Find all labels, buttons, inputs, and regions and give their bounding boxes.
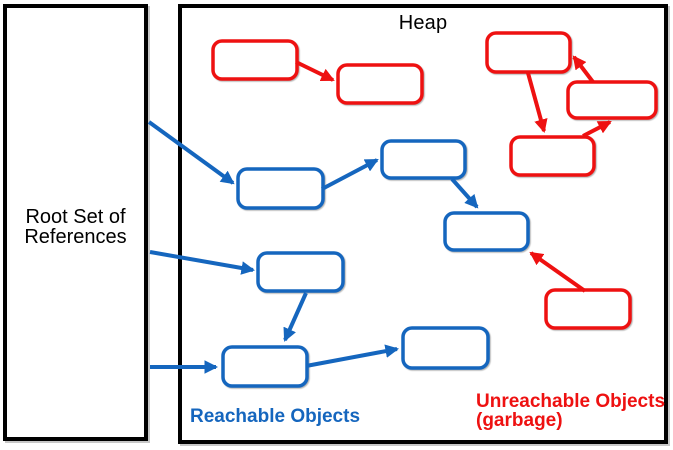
heap-object-b6: [401, 326, 490, 370]
arrow-r3-to-r5: [526, 72, 548, 133]
arrow-b4-to-b5: [283, 292, 308, 342]
root-set-label-line1: Root Set of: [25, 206, 126, 228]
heap-object-r3: [485, 31, 572, 74]
unreachable-legend-line1: Unreachable Objects: [476, 391, 666, 412]
heap-object-b5: [221, 345, 309, 388]
heap-object-r1: [211, 39, 299, 81]
heap-object-r2: [336, 63, 424, 105]
heap-object-r6: [544, 288, 632, 330]
root-set-box: Root Set of References: [3, 4, 148, 441]
heap-object-r4: [566, 80, 658, 120]
heap-object-b4: [256, 251, 345, 293]
arrow-b2-to-b3: [450, 177, 479, 209]
arrow-r1-to-r2: [295, 60, 335, 82]
heap-object-b3: [443, 211, 530, 252]
arrow-b5-to-b6: [305, 344, 400, 368]
arrow-r6-to-b3: [529, 251, 587, 293]
reachable-objects-legend: Reachable Objects: [190, 406, 361, 427]
arrow-r4-to-r3: [572, 55, 595, 84]
unreachable-objects-legend: Unreachable Objects (garbage): [476, 392, 665, 430]
arrow-root-to-b4: [149, 250, 256, 275]
heap-object-b1: [236, 167, 325, 210]
heap-title: Heap: [398, 12, 448, 34]
arrow-b1-to-b2: [321, 158, 379, 191]
unreachable-legend-line2: (garbage): [476, 410, 563, 431]
root-set-label-line2: References: [24, 226, 127, 248]
root-set-label: Root Set of References: [7, 207, 144, 247]
arrow-r5-to-r4: [582, 120, 612, 138]
heap-object-r5: [509, 135, 596, 177]
arrow-root-to-b1: [147, 120, 235, 185]
heap-object-b2: [380, 139, 467, 180]
